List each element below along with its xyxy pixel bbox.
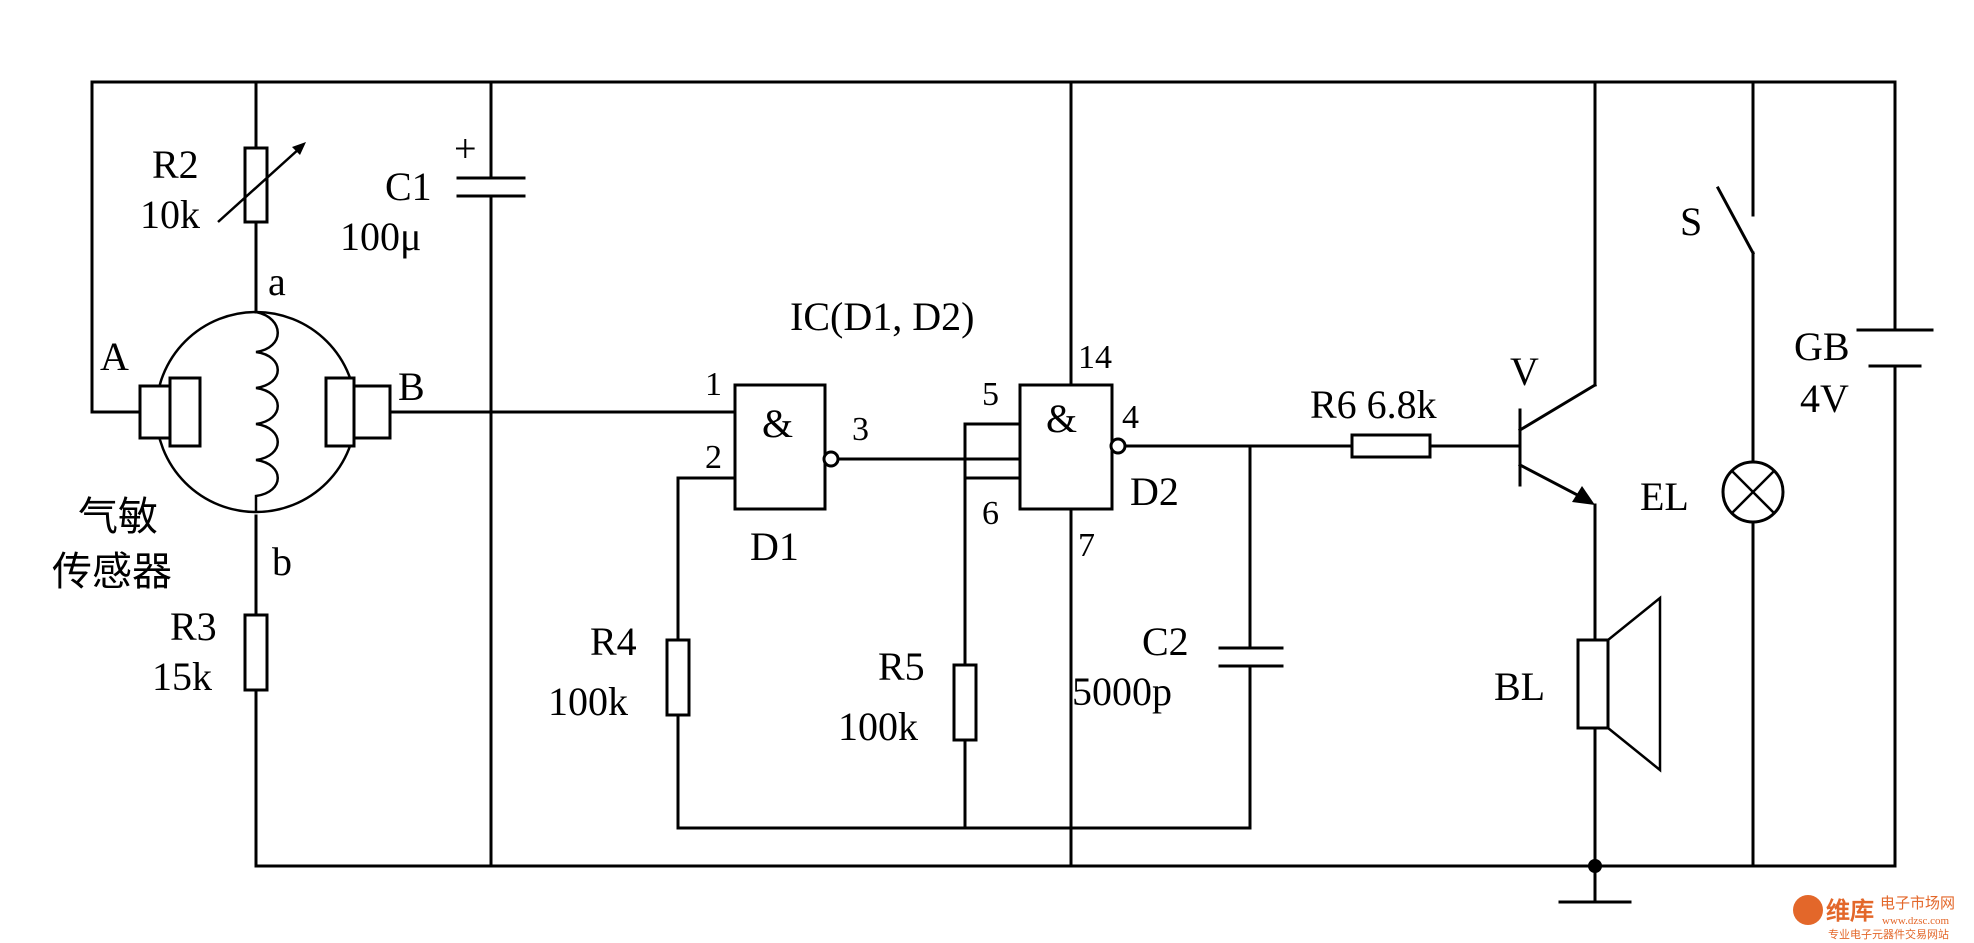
d1-label: D1	[750, 524, 799, 569]
battery-gb	[1856, 328, 1934, 368]
d2-pin-6: 6	[982, 495, 999, 532]
watermark-url: www.dzsc.com	[1882, 915, 1950, 927]
ic-label: IC(D1, D2)	[790, 294, 974, 339]
resistor-r4	[665, 638, 691, 717]
sensor-pin-b-label: B	[398, 364, 425, 409]
r5-label: R5	[878, 644, 925, 689]
watermark-brand: 维库	[1826, 897, 1874, 925]
d2-pin-5: 5	[982, 376, 999, 413]
resistor-r2	[217, 142, 306, 224]
node-a-label: a	[268, 259, 286, 304]
nand-gate-d2	[1018, 383, 1127, 511]
r4-value: 100k	[548, 679, 628, 724]
switch-label: S	[1680, 199, 1702, 244]
resistor-r6	[1350, 433, 1432, 459]
r6-label: R6 6.8k	[1310, 382, 1437, 427]
d2-pin-7: 7	[1078, 527, 1095, 564]
sensor-name-line1: 气敏	[78, 494, 158, 540]
switch-s	[1715, 185, 1756, 256]
d1-pin-1: 1	[705, 366, 722, 403]
battery-label: GB	[1794, 324, 1850, 369]
d2-pin-4: 4	[1122, 399, 1139, 436]
d1-pin-3: 3	[852, 411, 869, 448]
c1-label: C1	[385, 164, 432, 209]
d1-gate-symbol: &	[762, 401, 793, 446]
r5-value: 100k	[838, 704, 918, 749]
sensor-pin-a-label: A	[100, 334, 129, 379]
gas-sensor	[138, 310, 392, 514]
r3-value: 15k	[152, 654, 212, 699]
lamp-label: EL	[1640, 474, 1689, 519]
watermark-slogan: 专业电子元器件交易网站	[1828, 927, 1949, 941]
transistor-v	[1517, 382, 1598, 505]
watermark-brand-sub: 电子市场网	[1880, 894, 1955, 912]
transistor-label: V	[1510, 349, 1539, 394]
c1-value: 100μ	[340, 214, 421, 259]
d2-pin-14: 14	[1078, 339, 1112, 376]
c2-value: 5000p	[1072, 669, 1172, 714]
ground-symbol	[1558, 859, 1632, 904]
sensor-name-line2: 传感器	[52, 549, 172, 595]
c1-plus-sign: +	[454, 126, 477, 171]
battery-value: 4V	[1800, 376, 1849, 421]
r3-label: R3	[170, 604, 217, 649]
watermark: 维库 电子市场网 www.dzsc.com 专业电子元器件交易网站	[1793, 894, 1955, 941]
d1-pin-2: 2	[705, 439, 722, 476]
r2-value: 10k	[140, 192, 200, 237]
speaker-bl	[1576, 595, 1662, 773]
nand-gate-d1	[733, 383, 840, 511]
c2-label: C2	[1142, 619, 1189, 664]
wires	[90, 80, 1897, 904]
watermark-logo-icon	[1793, 895, 1823, 925]
node-b-label: b	[272, 539, 292, 584]
lamp-el	[1721, 460, 1785, 524]
resistor-r5	[952, 663, 978, 742]
speaker-label: BL	[1494, 664, 1545, 709]
capacitor-c1	[456, 176, 526, 198]
resistor-r3	[243, 613, 269, 692]
d2-label: D2	[1130, 469, 1179, 514]
capacitor-c2	[1218, 646, 1284, 668]
d2-gate-symbol: &	[1046, 396, 1077, 441]
r4-label: R4	[590, 619, 637, 664]
r2-label: R2	[152, 142, 199, 187]
